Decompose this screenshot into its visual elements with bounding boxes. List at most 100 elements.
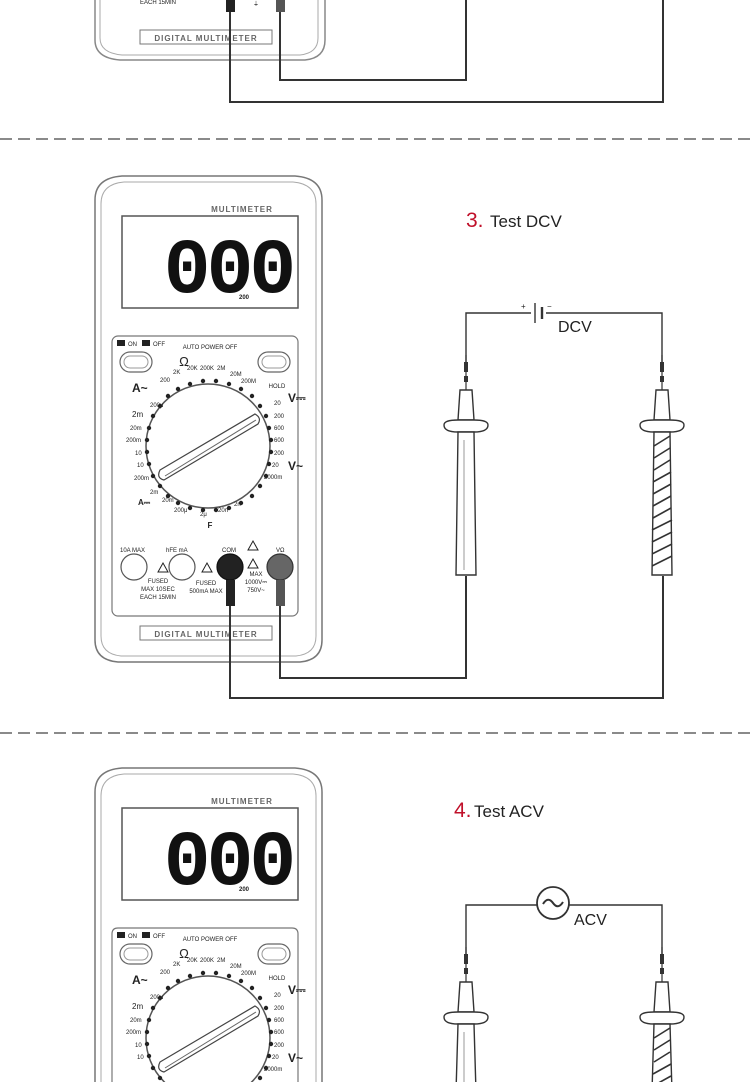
svg-text:FUSED: FUSED — [148, 579, 169, 585]
hold-label: HOLD — [269, 384, 286, 390]
section-acv: MULTIMETER 000 200 ON OFF AUTO POWER OFF… — [94, 767, 685, 1082]
red-lead-wire — [279, 576, 467, 679]
svg-text:200: 200 — [274, 1006, 285, 1012]
svg-text:MAX: MAX — [249, 572, 262, 578]
svg-text:20m: 20m — [130, 426, 142, 432]
svg-text:2M: 2M — [217, 958, 225, 964]
svg-text:20: 20 — [272, 463, 279, 469]
svg-text:1000V⎓: 1000V⎓ — [245, 580, 267, 586]
svg-text:200: 200 — [274, 1043, 285, 1049]
lcd-reading: 000 — [164, 228, 293, 316]
svg-text:20M: 20M — [230, 964, 242, 970]
lcd-display — [121, 807, 299, 901]
section-number: 4. — [454, 799, 472, 822]
black-lead-wire — [229, 576, 664, 699]
port-vohm[interactable] — [266, 553, 294, 581]
auto-power-off-label: AUTO POWER OFF — [183, 345, 238, 351]
svg-text:750V~: 750V~ — [247, 588, 265, 594]
svg-text:200: 200 — [274, 451, 285, 457]
svg-text:MAX 10SEC: MAX 10SEC — [141, 587, 175, 593]
hold-label: HOLD — [269, 976, 286, 982]
hold-button[interactable] — [257, 943, 291, 965]
meter-brand: MULTIMETER — [211, 205, 273, 214]
svg-text:200m: 200m — [126, 1030, 141, 1036]
volt-dc-label: V⎓ — [288, 983, 306, 997]
svg-text:600: 600 — [274, 1018, 285, 1024]
test-probe-right — [639, 947, 685, 1082]
amp-dc-label: A⎓ — [138, 498, 151, 507]
svg-text:2n: 2n — [234, 502, 241, 508]
probe-plug-red — [276, 580, 285, 606]
svg-text:200m: 200m — [126, 438, 141, 444]
svg-text:20m: 20m — [162, 498, 174, 504]
section-title: Test ACV — [474, 802, 545, 821]
svg-text:2m: 2m — [132, 410, 143, 419]
power-on-label: ON — [128, 342, 137, 348]
svg-text:600: 600 — [274, 426, 285, 432]
partial-meter-text: EACH 15MIN — [140, 0, 176, 6]
svg-text:10: 10 — [137, 1055, 144, 1061]
svg-text:−: − — [547, 302, 552, 311]
svg-text:10: 10 — [135, 451, 142, 457]
port-vohm-label: VΩ — [276, 548, 285, 554]
port-com-label: COM — [222, 548, 236, 554]
source-label: DCV — [558, 319, 592, 336]
warning-icon — [201, 561, 213, 573]
hold-button[interactable] — [257, 351, 291, 373]
power-off-label: OFF — [153, 934, 165, 940]
ohm-symbol: Ω — [179, 946, 189, 961]
dial-ticks — [144, 970, 274, 1081]
svg-text:10: 10 — [137, 463, 144, 469]
power-button[interactable] — [119, 351, 153, 373]
meter-brand: MULTIMETER — [211, 797, 273, 806]
partial-meter-top: EACH 15MIN DIGITAL MULTIMETER ⏚ — [94, 0, 664, 103]
svg-text:2K: 2K — [173, 370, 180, 376]
svg-text:20n: 20n — [218, 508, 228, 514]
svg-text:200: 200 — [160, 378, 171, 384]
svg-text:200K: 200K — [200, 958, 214, 964]
multimeter: MULTIMETER 000 200 ON OFF AUTO POWER OFF… — [94, 767, 323, 1082]
lcd-reading: 000 — [164, 820, 293, 908]
port-hfe-label: hFE mA — [166, 548, 188, 554]
volt-ac-label: V~ — [288, 459, 303, 473]
lcd-range: 200 — [239, 295, 250, 301]
volt-dc-label: V⎓ — [288, 391, 306, 405]
svg-text:2K: 2K — [173, 962, 180, 968]
ohm-symbol: Ω — [179, 354, 189, 369]
meter-footer: DIGITAL MULTIMETER — [154, 630, 257, 639]
svg-text:20: 20 — [274, 401, 281, 407]
section-dcv: MULTIMETER 000 200 ON OFF AUTO POWER OFF… — [94, 175, 685, 699]
port-10a[interactable] — [120, 553, 148, 581]
svg-text:200M: 200M — [241, 971, 256, 977]
amp-ac-label: A~ — [132, 973, 148, 987]
svg-text:600: 600 — [274, 438, 285, 444]
svg-text:500mA MAX: 500mA MAX — [189, 589, 222, 595]
warning-icon — [247, 539, 259, 551]
power-button[interactable] — [119, 943, 153, 965]
svg-text:20M: 20M — [230, 372, 242, 378]
port-com[interactable] — [216, 553, 244, 581]
partial-meter-footer: DIGITAL MULTIMETER — [154, 34, 257, 43]
power-off-label: OFF — [153, 342, 165, 348]
section-title: Test DCV — [490, 212, 562, 231]
svg-text:⏚: ⏚ — [253, 1, 259, 8]
power-on-label: ON — [128, 934, 137, 940]
svg-text:2m: 2m — [150, 490, 158, 496]
multimeter: MULTIMETER 000 200 ON OFF AUTO POWER OFF… — [94, 175, 323, 663]
port-hfe[interactable] — [168, 553, 196, 581]
lcd-display — [121, 215, 299, 309]
svg-text:2m: 2m — [132, 1002, 143, 1011]
svg-text:200: 200 — [274, 414, 285, 420]
svg-text:600: 600 — [274, 1030, 285, 1036]
svg-text:+: + — [521, 302, 526, 311]
section-number: 3. — [466, 209, 484, 232]
dial-pointer — [158, 1005, 261, 1073]
test-probe-left — [443, 355, 489, 576]
dial-ticks — [144, 378, 274, 513]
probe-plug-black — [226, 580, 235, 606]
svg-text:200μ: 200μ — [150, 403, 164, 409]
svg-text:FUSED: FUSED — [196, 581, 217, 587]
svg-text:200M: 200M — [241, 379, 256, 385]
farad-label: F — [208, 521, 213, 530]
svg-text:20K: 20K — [187, 958, 198, 964]
